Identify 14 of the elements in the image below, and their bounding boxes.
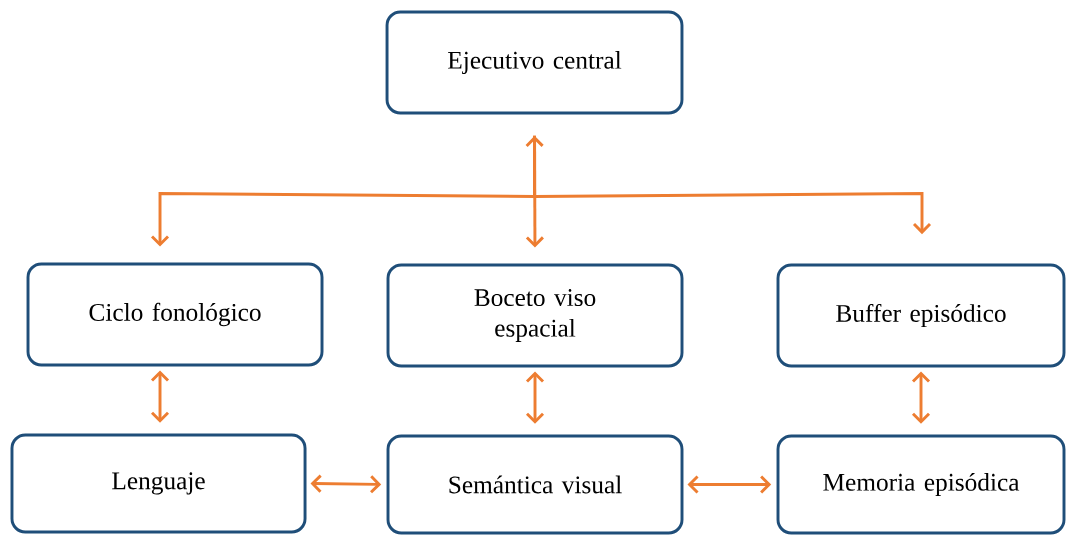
process-box: Ciclo fonológico bbox=[26, 262, 324, 367]
process-box: Boceto viso espacial bbox=[386, 263, 684, 368]
arrow bbox=[911, 371, 931, 424]
arrow bbox=[687, 475, 772, 494]
process-box: Memoria episódica bbox=[776, 434, 1066, 535]
arrow bbox=[150, 370, 170, 423]
process-box: Buffer episódico bbox=[776, 263, 1066, 368]
process-box: Lenguaje bbox=[10, 433, 307, 534]
arrow bbox=[525, 135, 544, 248]
arrow bbox=[310, 474, 382, 494]
arrow bbox=[533, 135, 932, 235]
process-box: Ejecutivo central bbox=[385, 10, 684, 115]
process-box: Semántica visual bbox=[386, 434, 684, 535]
arrow bbox=[525, 371, 545, 424]
